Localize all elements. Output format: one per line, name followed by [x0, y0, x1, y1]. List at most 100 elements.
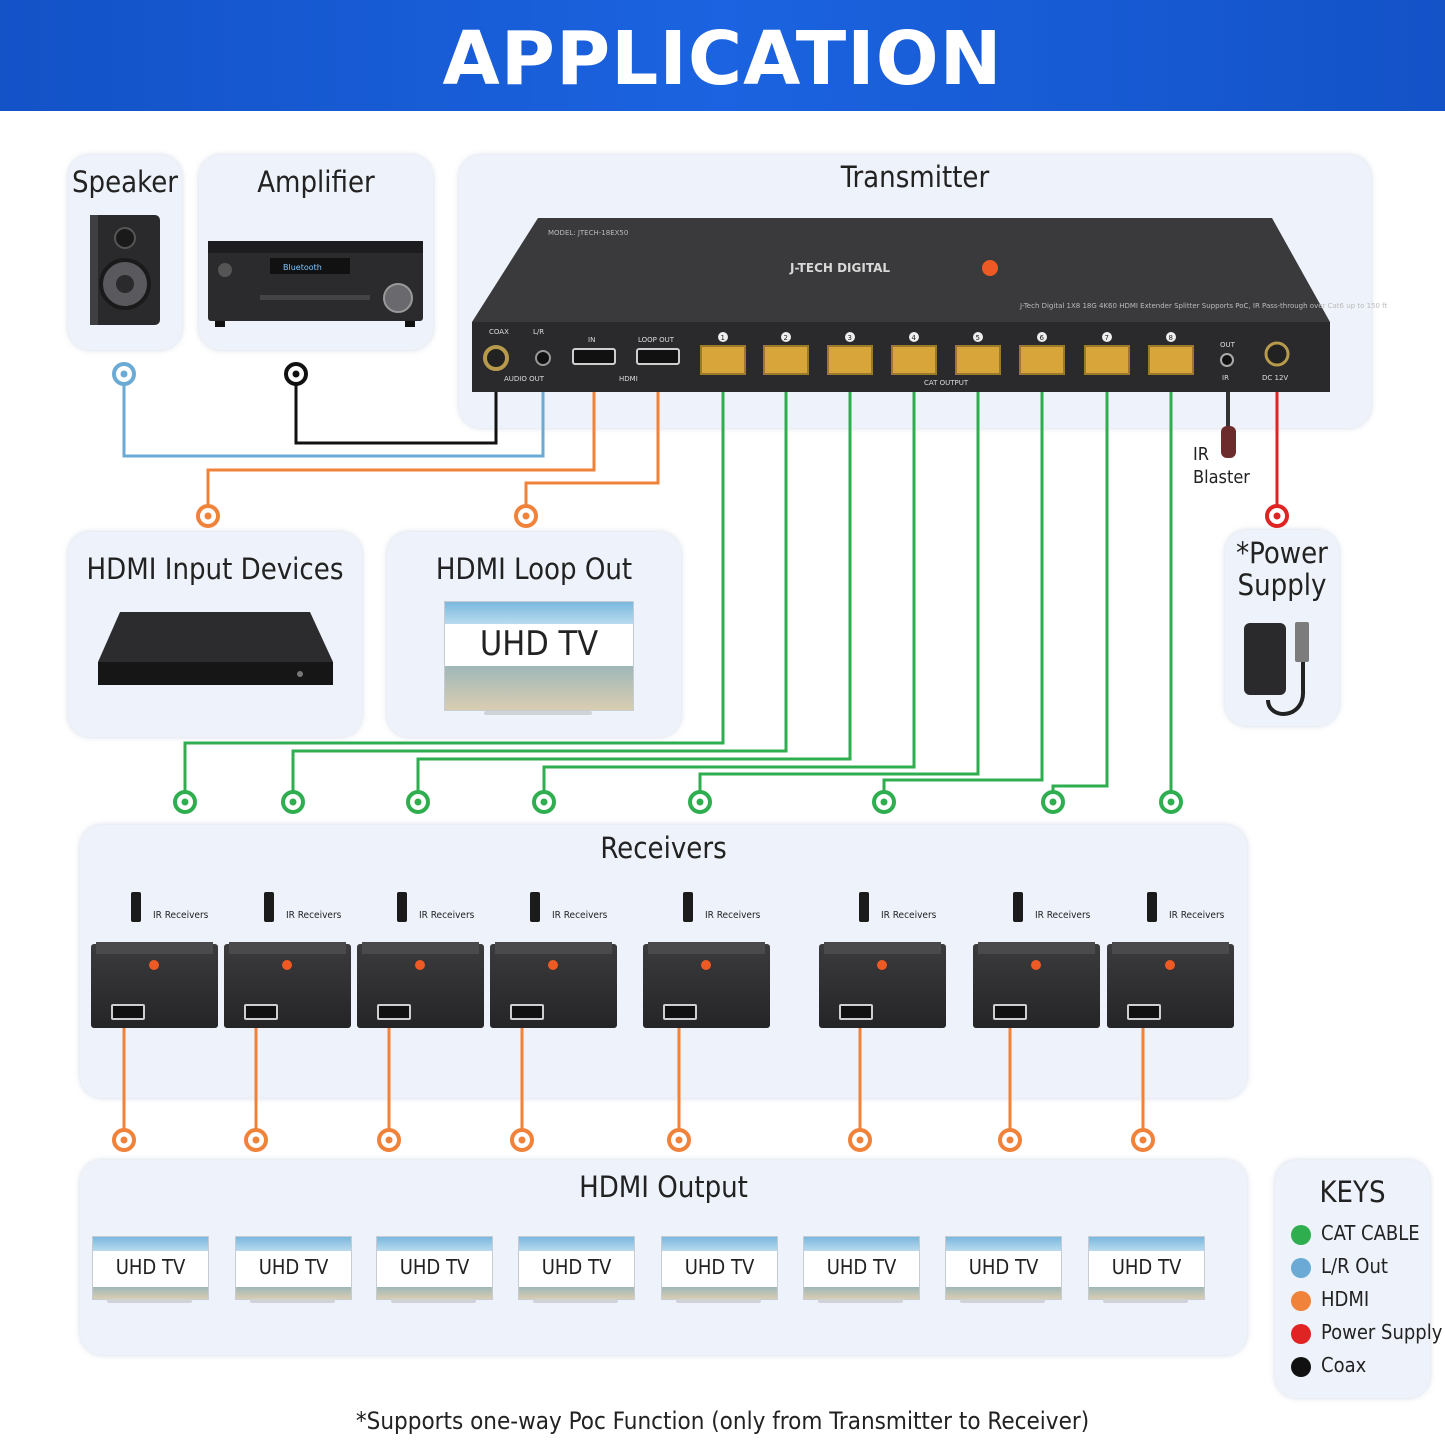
ir-receiver-icon	[683, 892, 693, 922]
receiver-hdmi-port	[1127, 1004, 1161, 1020]
key-item: Power Supply	[1291, 1320, 1442, 1346]
cat-port-number-dot	[1037, 332, 1047, 342]
key-color-dot	[1291, 1224, 1311, 1245]
key-label: Power Supply	[1321, 1320, 1443, 1344]
output-tv: UHD TV	[1088, 1236, 1205, 1306]
hdmi-input-label: HDMI Input Devices	[86, 552, 344, 586]
ir-receiver-icon	[1147, 892, 1157, 922]
ir-out-label: OUT	[1220, 341, 1236, 349]
audio-out-label: AUDIO OUT	[504, 375, 545, 383]
power-adapter-icon	[1244, 622, 1309, 716]
cat-connector-dot-center	[880, 798, 888, 806]
output-tv: UHD TV	[803, 1236, 920, 1306]
cat-wires	[173, 392, 1183, 814]
output-tv: UHD TV	[376, 1236, 493, 1306]
receiver-label: IR Receivers	[1035, 910, 1091, 921]
power-label-1: *Power	[1236, 536, 1328, 570]
receiver-label: IR Receivers	[153, 910, 209, 921]
receiver-hdmi-port	[244, 1004, 278, 1020]
receiver-label: IR Receivers	[705, 910, 761, 921]
receiver-unit: IR Receivers	[357, 892, 484, 1028]
cat-connector-dot-center	[289, 798, 297, 806]
output-tv: UHD TV	[92, 1236, 209, 1306]
receiver-top-panel	[824, 942, 941, 954]
cat-port-number-dot	[1102, 332, 1112, 342]
receiver-label: IR Receivers	[1169, 910, 1225, 921]
key-color-dot	[1291, 1290, 1311, 1311]
device-model: MODEL: JTECH-18EX50	[548, 229, 628, 237]
cat-port	[955, 345, 1001, 375]
speaker-label: Speaker	[71, 165, 179, 199]
receiver-unit: IR Receivers	[91, 892, 218, 1028]
hdmi-connector-dot-center	[1139, 1136, 1147, 1144]
page-title: APPLICATION	[442, 16, 1003, 102]
receiver-top-panel	[648, 942, 765, 954]
lr-out-wire	[122, 374, 545, 458]
key-color-dot	[1291, 1356, 1311, 1377]
cat-wire	[416, 392, 852, 802]
cat-wire	[291, 392, 788, 802]
receiver-logo-icon	[877, 960, 887, 970]
svg-text:Bluetooth: Bluetooth	[283, 263, 322, 272]
key-item: Coax	[1291, 1353, 1366, 1379]
tv-screen: UHD TV	[518, 1236, 635, 1300]
key-item: HDMI	[1291, 1287, 1369, 1313]
transmitter-label: Transmitter	[840, 160, 990, 194]
cat-wire	[1051, 392, 1109, 802]
key-item: CAT CABLE	[1291, 1221, 1420, 1247]
cat-connector-dot-center	[1049, 798, 1057, 806]
receiver-unit: IR Receivers	[224, 892, 351, 1028]
device-description: J-Tech Digital 1X8 18G 4K60 HDMI Extende…	[1019, 302, 1388, 310]
cat-port-number: 2	[784, 334, 788, 342]
keys-title: KEYS	[1319, 1175, 1386, 1209]
hdmi-connector-dot-center	[856, 1136, 864, 1144]
ir-blaster-label-1: IR	[1193, 444, 1210, 465]
tv-stand	[533, 1299, 618, 1303]
cat-port-number: 3	[848, 334, 852, 342]
receiver-top-panel	[495, 942, 612, 954]
ir-receiver-icon	[859, 892, 869, 922]
hdmi-group-label: HDMI	[619, 375, 638, 383]
receiver-top-panel	[96, 942, 213, 954]
receiver-hdmi-port	[510, 1004, 544, 1020]
receiver-hdmi-port	[111, 1004, 145, 1020]
ir-dc-ports	[1220, 341, 1290, 367]
coax-wire	[294, 374, 498, 445]
output-tv: UHD TV	[235, 1236, 352, 1306]
cat-connector-dot-center	[181, 798, 189, 806]
tv-label: UHD TV	[1111, 1255, 1182, 1279]
ir-receiver-icon	[530, 892, 540, 922]
receiver-hdmi-port	[377, 1004, 411, 1020]
header-banner	[0, 0, 1445, 111]
tv-label: UHD TV	[541, 1255, 612, 1279]
hdmi-connector-dot-center	[518, 1136, 526, 1144]
tv-screen: UHD TV	[92, 1236, 209, 1300]
key-label: L/R Out	[1321, 1254, 1388, 1278]
hdmi-loop-label: HDMI Loop Out	[435, 552, 633, 586]
receiver-unit: IR Receivers	[643, 892, 770, 1028]
cat-port-number: 8	[1169, 334, 1173, 342]
hdmi-connector-dot-center	[675, 1136, 683, 1144]
key-label: Coax	[1321, 1353, 1367, 1377]
output-tv: UHD TV	[945, 1236, 1062, 1306]
cat-port-number-dot	[973, 332, 983, 342]
receiver-top-panel	[1112, 942, 1229, 954]
cat-port-number-dot	[781, 332, 791, 342]
receiver-label: IR Receivers	[552, 910, 608, 921]
ir-blaster-icon	[1221, 392, 1236, 458]
receiver-label: IR Receivers	[881, 910, 937, 921]
receiver-logo-icon	[1165, 960, 1175, 970]
amplifier-label: Amplifier	[257, 165, 375, 199]
device-brand: J-TECH DIGITAL	[789, 261, 890, 275]
hdmi-output-label: HDMI Output	[579, 1170, 748, 1204]
cat-wire	[542, 392, 916, 802]
receiver-logo-icon	[149, 960, 159, 970]
receiver-logo-icon	[701, 960, 711, 970]
cat-port	[891, 345, 937, 375]
cat-port	[1019, 345, 1065, 375]
tv-screen: UHD TV	[661, 1236, 778, 1300]
tv-label: UHD TV	[826, 1255, 897, 1279]
tv-label: UHD TV	[115, 1255, 186, 1279]
